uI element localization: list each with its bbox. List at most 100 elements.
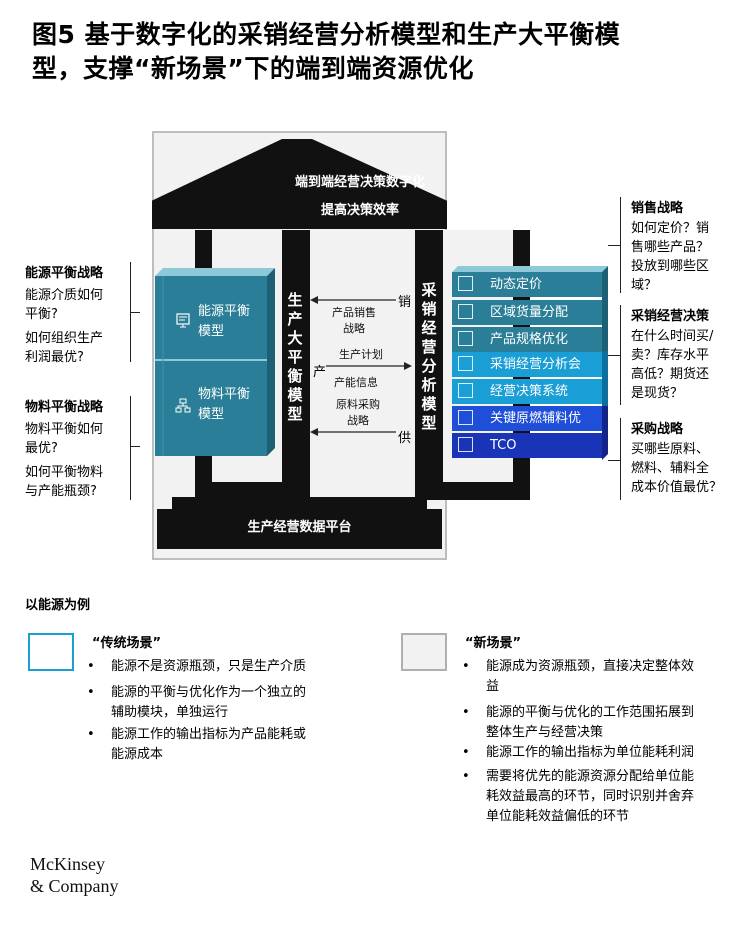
material-strategy-note: 物料平衡战略 物料平衡如何 最优? 如何平衡物料 与产能瓶颈?	[25, 396, 125, 501]
right-bracket-2	[620, 305, 627, 405]
procurement-line-1: 买哪些原料、	[631, 442, 710, 457]
production-char: 产	[313, 365, 327, 380]
doc-icon	[458, 437, 473, 452]
bar-sales-meeting: 采销经营分析会	[452, 352, 602, 377]
product-sales-strategy-text: 产品销售 战略	[318, 305, 390, 337]
traditional-title: “传统场景”	[92, 636, 162, 651]
roof-line-2: 提高决策效率	[320, 203, 399, 218]
right-stack-3d	[452, 266, 608, 460]
energy-balance-model-label: 能源平衡 模型	[198, 302, 250, 342]
raw-material-line-1: 原料采购	[336, 398, 380, 411]
right-bracket-3	[620, 418, 627, 500]
procurement-line-2: 燃料、辅料全	[631, 461, 710, 476]
bar-regional-allocation: 区域货量分配	[452, 300, 602, 325]
new-bullet-1-line-1: 能源成为资源瓶颈，直接决定整体效	[486, 659, 695, 674]
new-bullet-3: 能源工作的输出指标为单位能耗利润	[462, 743, 746, 763]
new-bullet-2-line-1: 能源的平衡与优化的工作范围拓展到	[486, 705, 695, 720]
sales-strategy-line-1: 如何定价？销	[631, 221, 710, 236]
right-bracket-3-tick	[608, 460, 620, 461]
raw-material-strategy-text: 原料采购 战略	[322, 397, 394, 429]
energy-strategy-heading: 能源平衡战略	[25, 266, 104, 281]
new-title: “新场景”	[465, 636, 522, 651]
product-sales-line-2: 战略	[343, 322, 365, 335]
new-bullet-1: 能源成为资源瓶颈，直接决定整体效 益	[462, 657, 746, 697]
logo-line-1: McKinsey	[30, 854, 105, 874]
new-bullet-2: 能源的平衡与优化的工作范围拓展到 整体生产与经营决策	[462, 703, 746, 743]
logo-line-2: & Company	[30, 876, 119, 896]
bar-sales-meeting-label: 采销经营分析会	[490, 357, 582, 372]
base-label: 生产经营数据平台	[247, 520, 352, 535]
figure-title: 图5 基于数字化的采销经营分析模型和生产大平衡模 型，支撑“新场景”下的端到端资…	[32, 18, 732, 86]
left-model-boxes	[155, 268, 275, 456]
grid-icon	[458, 331, 473, 346]
bar-key-material-label: 关键原燃辅料优	[490, 411, 582, 426]
material-strategy-heading: 物料平衡战略	[25, 400, 104, 415]
new-bullet-1-line-2: 益	[486, 679, 500, 694]
traditional-bullet-2: 能源的平衡与优化作为一个独立的 辅助模块，单独运行	[87, 683, 371, 723]
procurement-strategy-note: 采购战略 买哪些原料、 燃料、辅料全 成本价值最优？	[631, 418, 749, 497]
left-bracket-1-tick	[130, 312, 140, 313]
new-bullet-4-line-3: 单位能耗效益偏低的环节	[486, 809, 630, 824]
material-q1-line-2: 最优?	[25, 441, 58, 456]
sales-strategy-line-4: 域？	[631, 278, 658, 293]
material-q1-line-1: 物料平衡如何	[25, 422, 104, 437]
mckinsey-logo: McKinsey & Company	[30, 853, 119, 897]
sales-decision-line-3: 高低？期货还	[631, 367, 710, 382]
left-bracket-2	[124, 396, 131, 500]
traditional-bullet-1: 能源不是资源瓶颈，只是生产介质	[87, 657, 371, 677]
figure-title-line-2: 型，支撑“新场景”下的端到端资源优化	[32, 54, 474, 83]
monitor-icon	[175, 313, 191, 333]
chart-icon	[458, 276, 473, 291]
bar-decision-system-label: 经营决策系统	[490, 384, 569, 399]
sales-decision-line-1: 在什么时间买/	[631, 329, 714, 344]
material-balance-label-line-2: 模型	[198, 407, 225, 422]
sales-strategy-line-3: 投放到哪些区	[631, 259, 710, 274]
sales-char: 销	[398, 295, 412, 310]
energy-q2-line-1: 如何组织生产	[25, 331, 104, 346]
new-bullet-2-line-2: 整体生产与经营决策	[486, 725, 604, 740]
procurement-line-3: 成本价值最优？	[631, 480, 723, 495]
right-bracket-1-tick	[608, 245, 620, 246]
energy-q2-line-2: 利润最优?	[25, 350, 84, 365]
sales-decision-line-2: 卖？库存水平	[631, 348, 710, 363]
roof-shape	[152, 139, 447, 229]
procurement-strategy-heading: 采购战略	[631, 422, 684, 437]
traditional-bullet-3: 能源工作的输出指标为产品能耗或 能源成本	[87, 725, 371, 765]
material-q2-line-2: 与产能瓶颈?	[25, 484, 97, 499]
bar-tco-label: TCO	[490, 438, 517, 453]
sales-decision-note: 采销经营决策 在什么时间买/ 卖？库存水平 高低？期货还 是现货？	[631, 305, 749, 403]
material-balance-label-line-1: 物料平衡	[198, 387, 251, 402]
roof-line-1: 端到端经营决策数字化	[294, 175, 425, 190]
traditional-bullet-2-line-2: 辅助模块，单独运行	[111, 705, 229, 720]
bar-product-spec: 产品规格优化	[452, 327, 602, 352]
org-chart-icon	[175, 398, 191, 418]
sales-strategy-line-2: 售哪些产品？	[631, 240, 710, 255]
sales-strategy-note: 销售战略 如何定价？销 售哪些产品？ 投放到哪些区 域？	[631, 197, 746, 295]
bar-tco: TCO	[452, 433, 602, 458]
figure-title-line-1: 图5 基于数字化的采销经营分析模型和生产大平衡模	[32, 20, 621, 49]
clock-icon	[458, 304, 473, 319]
raw-material-line-2: 战略	[347, 414, 369, 427]
bar-product-spec-label: 产品规格优化	[490, 332, 569, 347]
new-bullet-4-line-2: 耗效益最高的环节，同时识别并舍弃	[486, 789, 695, 804]
bar-dynamic-pricing: 动态定价	[452, 272, 602, 297]
energy-balance-label-line-1: 能源平衡	[198, 304, 251, 319]
new-legend-swatch	[401, 633, 447, 671]
right-bracket-2-tick	[608, 355, 620, 356]
example-heading: 以能源为例	[25, 598, 91, 613]
left-pillar-label: 生产大平衡模型	[287, 291, 303, 423]
supply-char: 供	[398, 431, 412, 446]
base-platform	[157, 497, 442, 549]
middle-arrows	[310, 296, 412, 436]
traditional-legend-swatch	[28, 633, 74, 671]
energy-balance-label-line-2: 模型	[198, 324, 225, 339]
traditional-bullet-2-line-1: 能源的平衡与优化作为一个独立的	[111, 685, 307, 700]
traditional-bullet-3-line-2: 能源成本	[111, 747, 164, 762]
sales-decision-heading: 采销经营决策	[631, 309, 710, 324]
energy-q1-line-1: 能源介质如何	[25, 288, 104, 303]
right-pillar-label: 采销经营分析模型	[421, 281, 437, 432]
production-plan-text: 生产计划	[339, 348, 383, 361]
bar-dynamic-pricing-label: 动态定价	[490, 277, 543, 292]
traditional-bullet-3-line-1: 能源工作的输出指标为产品能耗或	[111, 727, 307, 742]
right-bracket-1	[620, 197, 627, 293]
